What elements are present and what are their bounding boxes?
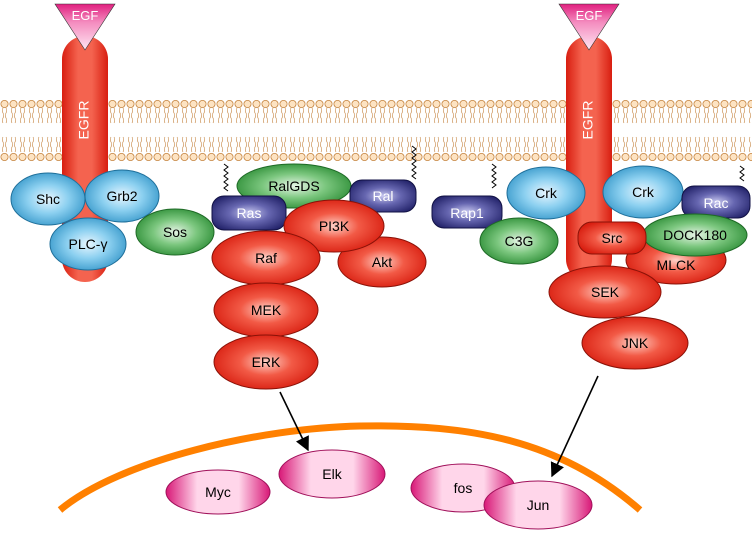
egfr-label-right: EGFR (580, 101, 596, 140)
egf-ligand-right[interactable]: EGF (558, 3, 620, 51)
myc-label: Myc (205, 484, 231, 500)
shc-protein[interactable]: Shc (10, 172, 86, 226)
jnk-protein[interactable]: JNK (581, 316, 689, 370)
egfr-right[interactable]: EGFR (566, 36, 612, 282)
plasma-membrane (0, 100, 752, 164)
src-protein[interactable]: Src (577, 221, 647, 255)
mlck-label: MLCK (657, 257, 697, 273)
nuclear-membrane (57, 422, 643, 513)
arrow-erk-to-elk (279, 391, 309, 452)
shc-label: Shc (36, 191, 60, 207)
raf-label: Raf (255, 250, 277, 266)
fos-label: fos (454, 480, 473, 496)
jnk-label: JNK (622, 335, 649, 351)
myc-factor[interactable]: Myc (165, 469, 271, 515)
sek-protein[interactable]: SEK (548, 265, 662, 319)
elk-label: Elk (322, 466, 342, 482)
crk-protein-left[interactable]: Crk (506, 166, 586, 220)
egf-label-right: EGF (576, 8, 603, 23)
rac-label: Rac (704, 195, 729, 211)
arrow-jnk-to-jun (550, 375, 599, 478)
rac-protein[interactable]: Rac (681, 185, 751, 219)
egfr-label-left: EGFR (76, 101, 92, 140)
ral-protein[interactable]: Ral (349, 179, 417, 213)
erk-label: ERK (252, 354, 281, 370)
grb2-label: Grb2 (106, 188, 137, 204)
mek-protein[interactable]: MEK (213, 282, 319, 338)
jun-label: Jun (527, 497, 550, 513)
elk-factor[interactable]: Elk (278, 449, 386, 499)
egf-ligand-left[interactable]: EGF (54, 3, 116, 51)
pi3k-protein[interactable]: PI3K (283, 199, 385, 253)
akt-label: Akt (372, 254, 392, 270)
rap1-label: Rap1 (450, 205, 484, 221)
mek-label: MEK (251, 302, 282, 318)
plc-gamma-protein[interactable]: PLC-γ (49, 217, 127, 271)
grb2-protein[interactable]: Grb2 (84, 169, 160, 223)
plc-gamma-label: PLC-γ (69, 236, 108, 252)
sek-label: SEK (591, 284, 620, 300)
crk-label-left: Crk (535, 185, 558, 201)
src-label: Src (602, 230, 623, 246)
ras-label: Ras (237, 205, 262, 221)
sos-label: Sos (163, 224, 187, 240)
crk-protein-right[interactable]: Crk (602, 165, 684, 219)
lipid-anchors (223, 145, 745, 192)
rap1-protein[interactable]: Rap1 (431, 195, 503, 229)
jun-factor[interactable]: Jun (483, 480, 593, 530)
c3g-protein[interactable]: C3G (479, 217, 559, 265)
dock180-protein[interactable]: DOCK180 (642, 213, 748, 257)
ralgds-label: RalGDS (268, 178, 319, 194)
pi3k-label: PI3K (319, 218, 350, 234)
ral-label: Ral (372, 188, 393, 204)
dock180-label: DOCK180 (663, 227, 727, 243)
ras-protein[interactable]: Ras (211, 195, 287, 231)
crk-label-right: Crk (632, 184, 655, 200)
sos-protein[interactable]: Sos (135, 208, 215, 256)
akt-protein[interactable]: Akt (337, 236, 427, 288)
erk-protein[interactable]: ERK (213, 334, 319, 390)
raf-protein[interactable]: Raf (211, 230, 321, 286)
c3g-label: C3G (505, 233, 534, 249)
egf-label-left: EGF (72, 8, 99, 23)
